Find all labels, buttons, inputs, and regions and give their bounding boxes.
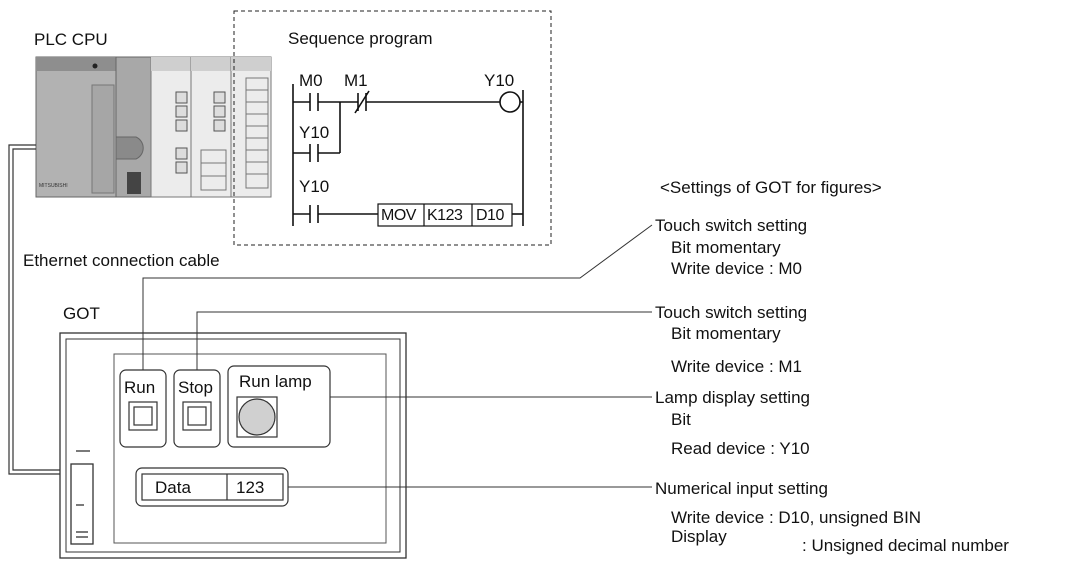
stop-button-shape[interactable] (173, 369, 221, 448)
setting-stop-line-2: Write device : M1 (671, 357, 803, 376)
got-label: GOT (63, 304, 100, 323)
mov-label: MOV (381, 207, 416, 224)
setting-numeric-line-3: : Unsigned decimal number (802, 536, 1009, 555)
sequence-program-frame (233, 10, 552, 246)
setting-lamp-line-1: Bit (671, 410, 691, 429)
setting-numeric-line-2: Display (671, 527, 727, 546)
setting-run-line-1: Bit momentary (671, 238, 781, 257)
sequence-program-title: Sequence program (288, 29, 433, 48)
mov-instruction-box (377, 203, 513, 227)
data-value[interactable]: 123 (236, 478, 265, 497)
run-button-shape[interactable] (119, 369, 167, 448)
settings-header: <Settings of GOT for figures> (660, 178, 882, 197)
setting-numeric-line-1: Write device : D10, unsigned BIN (671, 508, 922, 527)
setting-stop-line-1: Bit momentary (671, 324, 781, 343)
ethernet-cable (8, 144, 60, 475)
setting-lamp-line-2: Read device : Y10 (671, 439, 810, 458)
leader-lines (142, 224, 653, 488)
data-label: Data (155, 478, 191, 497)
plc-unit (35, 56, 272, 198)
numeric-input-shape[interactable] (135, 467, 289, 507)
contact-y10-hold-label: Y10 (299, 123, 330, 142)
plc-brand-logo: MITSUBISHI (39, 183, 68, 189)
k123-label: K123 (427, 207, 463, 224)
run-lamp-label: Run lamp (239, 372, 312, 391)
setting-run-title: Touch switch setting (655, 216, 808, 235)
ladder-diagram (292, 84, 524, 226)
run-lamp-shape (227, 365, 331, 448)
stop-button-label[interactable]: Stop (178, 378, 213, 397)
coil-y10-label: Y10 (484, 71, 515, 90)
d10-label: D10 (476, 207, 504, 224)
setting-stop-title: Touch switch setting (655, 303, 808, 322)
contact-y10-mov-label: Y10 (299, 177, 330, 196)
contact-m1-label: M1 (344, 71, 368, 90)
run-button-label[interactable]: Run (124, 378, 156, 397)
ethernet-cable-label: Ethernet connection cable (23, 251, 220, 270)
setting-run-line-2: Write device : M0 (671, 259, 803, 278)
plc-cpu-label: PLC CPU (34, 30, 108, 49)
setting-lamp-title: Lamp display setting (655, 388, 810, 407)
setting-numeric-title: Numerical input setting (655, 479, 828, 498)
contact-m0-label: M0 (299, 71, 323, 90)
